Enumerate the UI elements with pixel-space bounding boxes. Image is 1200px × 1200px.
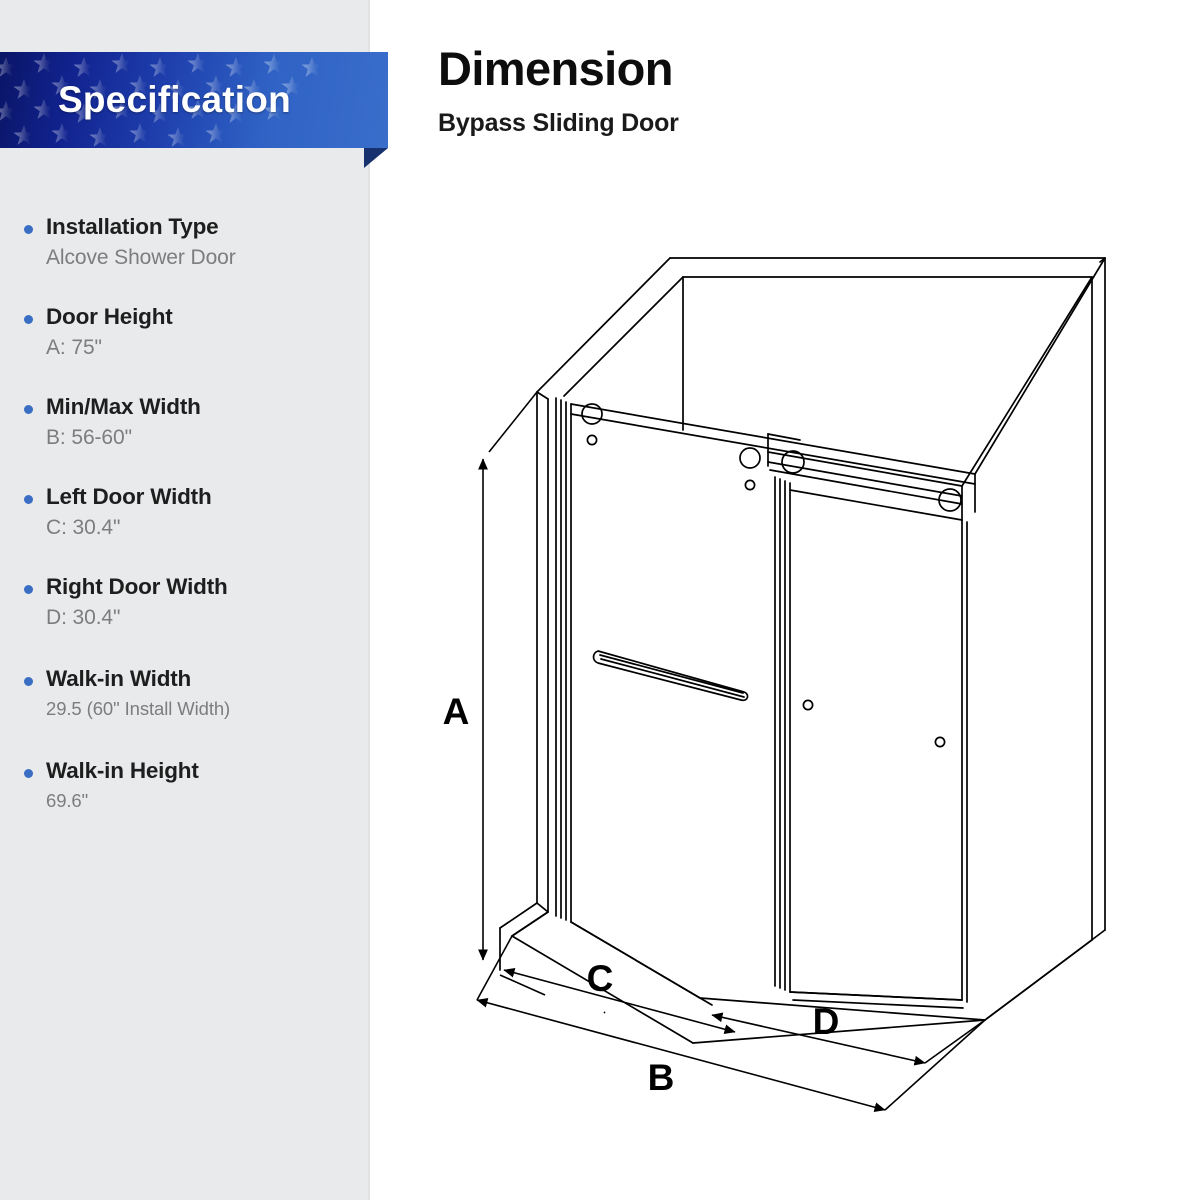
- spec-label: Door Height: [46, 304, 173, 329]
- specification-banner: Specification: [0, 52, 392, 168]
- spec-item-right-door-width: Right Door Width D: 30.4": [0, 574, 368, 630]
- tick-c: [603, 1011, 606, 1014]
- spec-item-min-max-width: Min/Max Width B: 56-60": [0, 394, 368, 450]
- spec-label-row: Door Height: [24, 304, 368, 330]
- dimension-label-b: B: [648, 1057, 675, 1098]
- leader-b-left: [476, 935, 513, 1001]
- spec-label: Min/Max Width: [46, 394, 201, 419]
- spec-label-row: Walk-in Width: [24, 666, 368, 692]
- spec-value: 69.6": [46, 790, 89, 811]
- banner-background: Specification: [0, 52, 388, 148]
- spec-item-installation-type: Installation Type Alcove Shower Door: [0, 214, 368, 270]
- enclosure-shell: [536, 257, 1106, 1021]
- banner-fold-corner: [364, 148, 388, 168]
- sidebar-divider: [368, 0, 370, 1200]
- spec-value: A: 75": [46, 336, 102, 359]
- dimension-line-b: [476, 997, 886, 1113]
- leader-d-right: [924, 1019, 986, 1064]
- dimension-label-a: A: [443, 691, 470, 732]
- spec-label-row: Min/Max Width: [24, 394, 368, 420]
- spec-item-walk-in-width: Walk-in Width 29.5 (60" Install Width): [0, 666, 368, 720]
- spec-item-left-door-width: Left Door Width C: 30.4": [0, 484, 368, 540]
- spec-label: Installation Type: [46, 214, 219, 239]
- spec-label-row: Walk-in Height: [24, 758, 368, 784]
- spec-label: Left Door Width: [46, 484, 212, 509]
- spec-value: C: 30.4": [46, 516, 121, 539]
- bullet-icon: [24, 585, 33, 594]
- page-title: Dimension: [438, 42, 673, 95]
- banner-title: Specification: [58, 79, 291, 120]
- bullet-icon: [24, 677, 33, 686]
- bullet-icon: [24, 315, 33, 324]
- front-door-panel: [767, 433, 968, 1003]
- spec-item-door-height: Door Height A: 75": [0, 304, 368, 360]
- spec-value: 29.5 (60" Install Width): [46, 698, 231, 719]
- spec-label-row: Left Door Width: [24, 484, 368, 510]
- spec-value: Alcove Shower Door: [46, 246, 236, 269]
- bullet-icon: [24, 225, 33, 234]
- spec-value: B: 56-60": [46, 426, 132, 449]
- dimension-lines: [476, 391, 986, 1113]
- specification-list: Installation Type Alcove Shower Door Doo…: [0, 214, 368, 812]
- bullet-icon: [24, 769, 33, 778]
- spec-label-row: Installation Type: [24, 214, 368, 240]
- dimension-label-c: C: [587, 958, 614, 999]
- dimension-label-d: D: [813, 1001, 840, 1042]
- dimension-line-c: [503, 967, 736, 1035]
- door-handle: [592, 650, 749, 702]
- spec-item-walk-in-height: Walk-in Height 69.6": [0, 758, 368, 812]
- leader-a-bottom: [499, 974, 546, 996]
- leader-a-top: [488, 391, 538, 453]
- bullet-icon: [24, 495, 33, 504]
- spec-label: Right Door Width: [46, 574, 228, 599]
- page-header: Dimension Bypass Sliding Door: [438, 44, 679, 138]
- spec-label: Walk-in Width: [46, 666, 192, 691]
- specification-sidebar: [0, 0, 368, 1200]
- spec-label: Walk-in Height: [46, 758, 199, 783]
- left-wall-panel: [499, 391, 549, 971]
- spec-label-row: Right Door Width: [24, 574, 368, 600]
- bullet-icon: [24, 405, 33, 414]
- page-subtitle: Bypass Sliding Door: [438, 109, 679, 138]
- spec-value: D: 30.4": [46, 606, 121, 629]
- rear-door-track-rail: [581, 403, 761, 491]
- leader-b-right: [884, 1019, 986, 1111]
